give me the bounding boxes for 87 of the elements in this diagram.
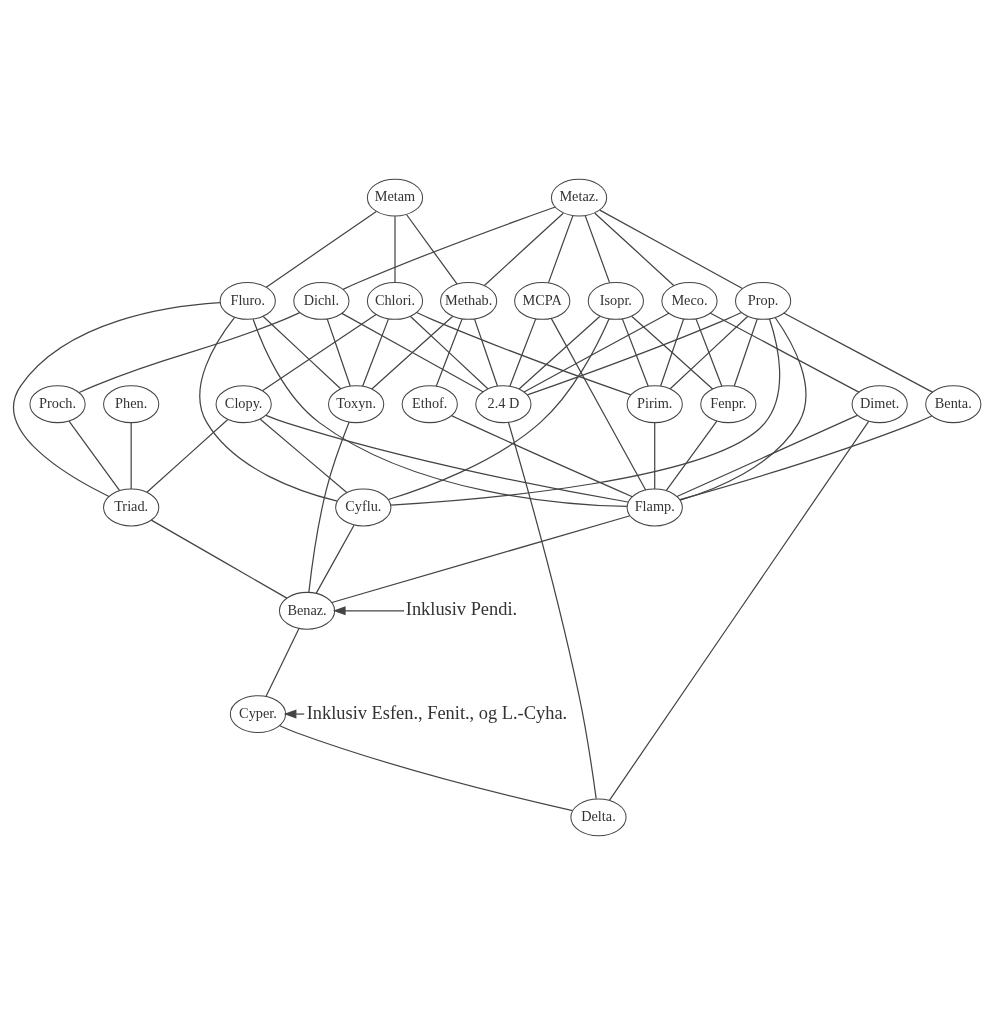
connector — [370, 315, 453, 390]
connector — [584, 214, 610, 283]
node-ellipse: Fluro. — [219, 281, 276, 320]
node-ellipse: Flamp. — [626, 488, 683, 526]
connector — [252, 318, 628, 507]
connector — [198, 316, 338, 502]
connector — [389, 317, 780, 506]
connector — [330, 514, 631, 603]
node-ellipse: Proch. — [28, 384, 86, 423]
node-ellipse: Metam — [366, 178, 423, 217]
connector — [341, 205, 556, 290]
connector — [526, 311, 742, 395]
node-ellipse: Dichl. — [292, 281, 349, 320]
node-ellipse: Fenpr. — [699, 384, 756, 423]
connector — [415, 311, 631, 395]
connector — [669, 315, 748, 389]
connector — [262, 315, 341, 389]
connector — [675, 414, 858, 497]
connector — [733, 318, 758, 387]
connector — [679, 316, 807, 501]
connector — [435, 318, 463, 387]
connector — [12, 301, 221, 497]
node-text: Inklusiv Pendi. — [405, 598, 517, 619]
node-ellipse: Phen. — [102, 384, 159, 423]
connector — [315, 524, 355, 594]
node-ellipse: Cyper. — [229, 694, 286, 733]
node-ellipse: Delta. — [569, 797, 627, 836]
connector — [518, 315, 600, 390]
connector — [405, 213, 458, 284]
connector — [409, 315, 488, 389]
connector — [150, 519, 287, 599]
node-ellipse: Cyflu. — [334, 488, 391, 526]
connector — [264, 627, 300, 697]
connector — [678, 414, 932, 500]
connector — [259, 418, 347, 493]
connector — [547, 214, 573, 283]
node-ellipse: 2.4 D — [474, 384, 531, 423]
connector — [261, 313, 377, 391]
node-ellipse: Clopy. — [215, 384, 272, 423]
connector — [145, 418, 228, 493]
connector — [608, 420, 869, 801]
connector — [709, 312, 859, 393]
node-ellipse: Dimet. — [851, 384, 908, 423]
connector — [593, 212, 674, 286]
connector — [307, 421, 350, 593]
connector — [130, 421, 132, 490]
node-ellipse: Metaz. — [550, 178, 607, 217]
node-ellipse: Triad. — [102, 488, 159, 526]
node-ellipse: Toxyn. — [327, 384, 384, 423]
node-ellipse: Benaz. — [278, 591, 335, 630]
connector — [665, 419, 717, 491]
connector — [508, 318, 536, 387]
connector — [694, 318, 722, 387]
node-ellipse: Pirim. — [626, 384, 683, 423]
connector — [523, 312, 669, 393]
connector — [783, 312, 933, 393]
connector — [483, 212, 564, 286]
node-ellipse: Prop. — [734, 281, 791, 320]
node-text: Inklusiv Esfen., Fenit., og L.-Cyha. — [306, 702, 567, 723]
node-ellipse: MCPA — [513, 281, 570, 320]
connector — [78, 311, 300, 393]
connector — [387, 317, 610, 500]
connector — [630, 315, 713, 390]
connector — [265, 210, 377, 288]
node-ellipse: Chlori. — [366, 281, 423, 320]
connector — [621, 318, 649, 387]
connector — [393, 215, 396, 283]
connector — [473, 318, 498, 387]
arrow — [283, 709, 305, 718]
node-ellipse: Isopr. — [587, 281, 644, 320]
node-ellipse: Methab. — [439, 281, 497, 320]
node-ellipse: Meco. — [660, 281, 718, 320]
connector — [67, 419, 120, 491]
node-ellipse: Benta. — [924, 384, 981, 423]
connector — [450, 414, 633, 497]
arrow — [332, 605, 405, 615]
node-ellipse: Ethof. — [401, 384, 458, 423]
connector — [361, 318, 389, 387]
connector — [653, 421, 655, 490]
connector — [264, 414, 628, 503]
connector — [598, 209, 743, 289]
connector — [550, 317, 646, 491]
connector — [340, 312, 484, 392]
connector — [278, 724, 573, 811]
connector — [326, 318, 351, 387]
connector — [659, 318, 684, 387]
connector — [507, 421, 597, 799]
